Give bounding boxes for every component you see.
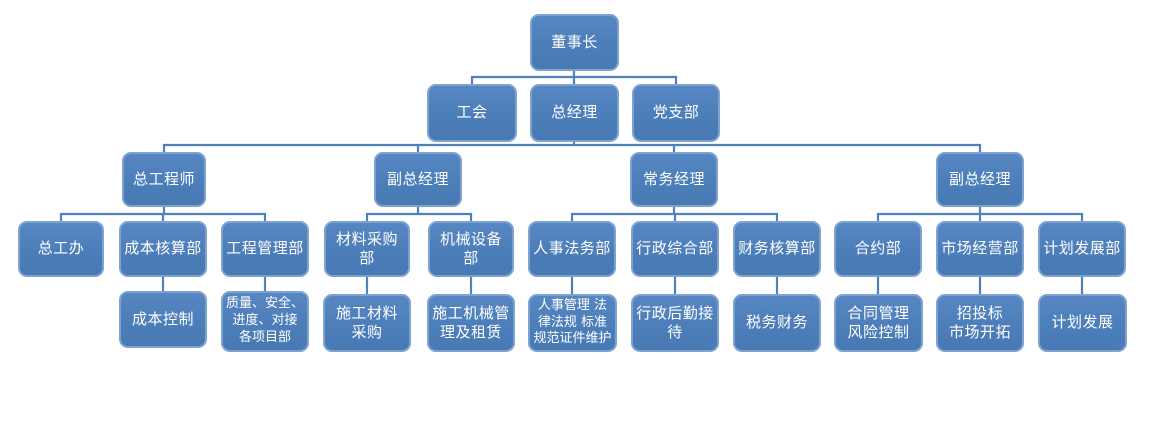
- org-node-chief-engineer: 总工程师: [122, 152, 206, 207]
- org-node-chief-engineer-office: 总工办: [18, 221, 104, 277]
- org-node-deputy-gm-left: 副总经理: [374, 152, 462, 207]
- org-node-engineering-mgmt-dept: 工程管理部: [221, 221, 309, 277]
- connector-chief-engineer-children: [59, 207, 267, 221]
- org-node-planning-development: 计划发展: [1038, 294, 1127, 352]
- org-node-hr-legal-dept: 人事法务部: [528, 221, 616, 277]
- org-node-finance-accounting-dept: 财务核算部: [733, 221, 821, 277]
- org-node-labor-union: 工会: [427, 84, 517, 142]
- org-node-construction-machinery-rental: 施工机械管 理及租赁: [427, 294, 515, 352]
- org-node-cost-control: 成本控制: [119, 291, 207, 348]
- org-node-cost-accounting-dept: 成本核算部: [119, 221, 207, 277]
- org-node-material-procurement-dept: 材料采购部: [324, 221, 410, 277]
- org-node-contract-dept: 合约部: [834, 221, 922, 277]
- org-node-admin-logistics-reception: 行政后勤接 待: [631, 294, 719, 352]
- org-node-chairman: 董事长: [530, 14, 619, 71]
- org-node-quality-safety-projects: 质量、安全、 进度、对接 各项目部: [221, 291, 309, 352]
- org-node-planning-dev-dept: 计划发展部: [1038, 221, 1126, 277]
- org-node-bidding-market-expansion: 招投标 市场开拓: [936, 294, 1024, 352]
- org-node-executive-manager: 常务经理: [630, 152, 718, 207]
- connector-chairman-children: [470, 71, 678, 84]
- org-node-deputy-gm-right: 副总经理: [936, 152, 1024, 207]
- org-node-construction-material-procurement: 施工材料 采购: [323, 294, 411, 352]
- connector-deputy-gm-right-children: [876, 207, 1084, 221]
- org-node-machinery-equipment-dept: 机械设备部: [428, 221, 514, 277]
- org-node-admin-general-dept: 行政综合部: [631, 221, 719, 277]
- connector-general-manager-children: [162, 142, 982, 152]
- org-node-general-manager: 总经理: [530, 84, 619, 142]
- org-node-contract-mgmt-risk: 合同管理 风险控制: [834, 294, 923, 352]
- connector-executive-manager-children: [570, 207, 779, 221]
- connector-deputy-gm-left-children: [365, 207, 473, 221]
- org-node-hr-legal-certificates: 人事管理 法 律法规 标准 规范证件维护: [528, 294, 617, 352]
- org-node-tax-finance: 税务财务: [733, 294, 821, 352]
- org-node-party-branch: 党支部: [632, 84, 720, 142]
- org-node-market-operation-dept: 市场经营部: [936, 221, 1024, 277]
